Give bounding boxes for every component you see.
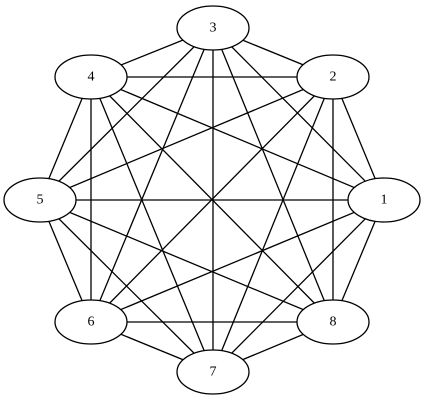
node-label: 2 (330, 70, 337, 85)
edge-1-4 (90, 76, 385, 201)
edge-2-7 (212, 76, 334, 373)
edge-4-8 (90, 76, 334, 323)
node-ellipse (347, 177, 421, 223)
edge-3-5 (39, 27, 214, 201)
edge-3-8 (212, 27, 334, 323)
edge-5-7 (39, 199, 214, 373)
edge-1-3 (212, 27, 385, 201)
node-layer: 1 2 3 4 5 6 7 8 (3, 5, 421, 395)
node-7: 7 (176, 349, 250, 395)
edge-3-6 (90, 27, 214, 323)
edge-2-5 (39, 76, 334, 201)
node-ellipse (296, 299, 370, 345)
node-ellipse (54, 54, 128, 100)
node-ellipse (176, 349, 250, 395)
edge-5-8 (39, 199, 334, 323)
node-label: 6 (88, 315, 95, 330)
node-3: 3 (176, 5, 250, 51)
node-2: 2 (296, 54, 370, 100)
node-1: 1 (347, 177, 421, 223)
edge-1-6 (90, 199, 385, 323)
node-4: 4 (54, 54, 128, 100)
node-label: 4 (88, 70, 95, 85)
edge-4-7 (90, 76, 214, 373)
edge-1-7 (212, 199, 385, 373)
node-ellipse (3, 177, 77, 223)
node-5: 5 (3, 177, 77, 223)
node-label: 8 (330, 315, 337, 330)
node-ellipse (296, 54, 370, 100)
node-ellipse (54, 299, 128, 345)
node-8: 8 (296, 299, 370, 345)
node-label: 5 (37, 193, 44, 208)
node-ellipse (176, 5, 250, 51)
node-label: 1 (381, 193, 388, 208)
node-label: 3 (210, 21, 217, 36)
node-6: 6 (54, 299, 128, 345)
node-label: 7 (210, 365, 217, 380)
